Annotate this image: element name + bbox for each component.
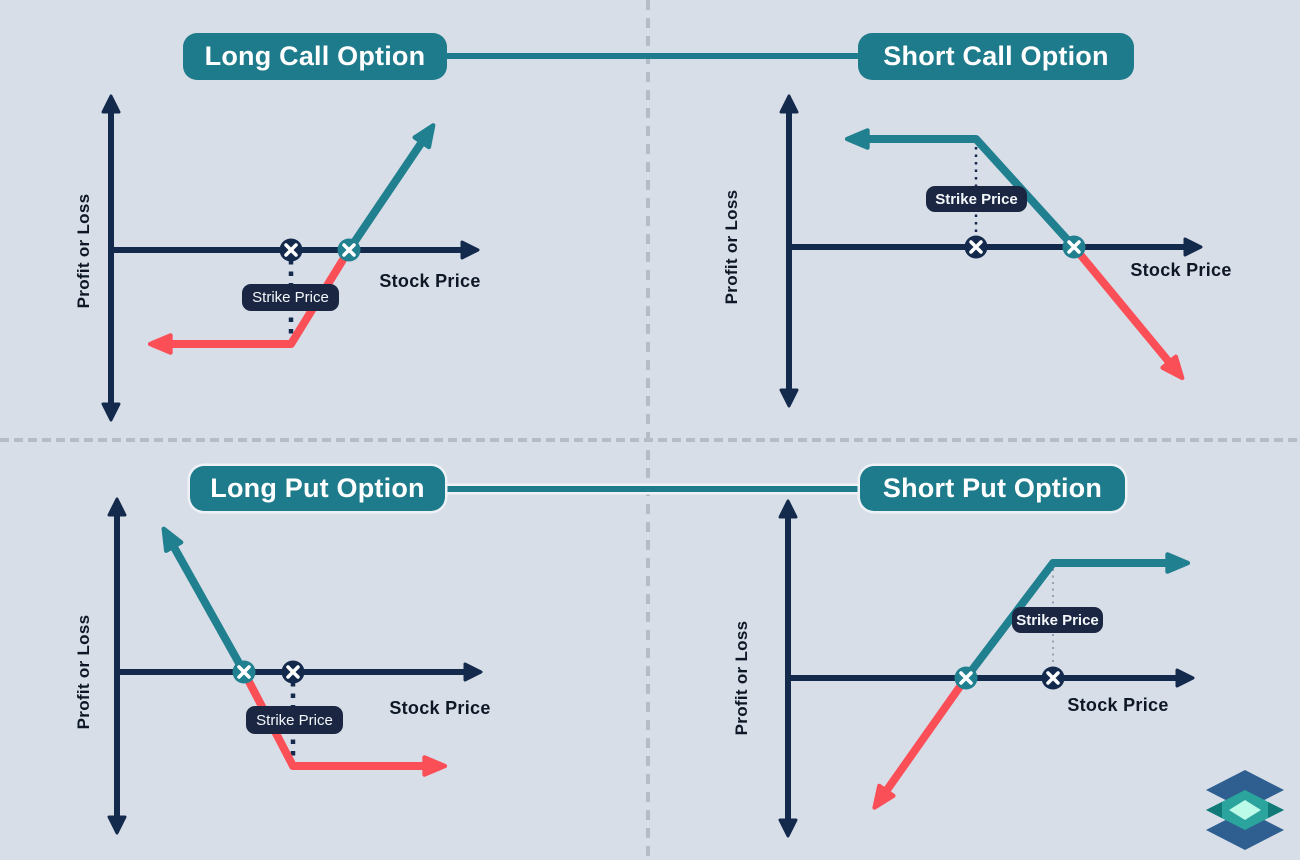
strike-price-badge-long-call: Strike Price (242, 284, 339, 311)
strike-price-badge-short-call: Strike Price (926, 186, 1027, 212)
y-axis-label-long-call: Profit or Loss (74, 193, 93, 309)
strike-price-badge-short-put: Strike Price (1012, 607, 1103, 633)
breakeven-marker (954, 666, 978, 690)
horizontal-dashed-divider (0, 438, 1300, 442)
x-axis-label-long-call: Stock Price (379, 271, 481, 291)
y-axis-label-short-put: Profit or Loss (732, 620, 751, 736)
title-short-put: Short Put Option (882, 473, 1103, 503)
strike-price-label: Strike Price (256, 711, 333, 729)
profit-line (161, 526, 248, 674)
strike-price-badge-long-put: Strike Price (246, 706, 343, 734)
long-call-payoff-diagram (101, 94, 480, 422)
x-axis-label-short-call: Stock Price (1130, 260, 1232, 280)
title-badge-long-call: Long Call Option (183, 33, 447, 80)
breakeven-marker (337, 238, 361, 262)
title-badge-short-call: Short Call Option (858, 33, 1134, 80)
profit-line (962, 552, 1191, 681)
strike-marker (281, 660, 305, 684)
profit-line (345, 123, 436, 253)
strike-marker (964, 235, 988, 259)
loss-line (240, 670, 448, 777)
short-put-payoff-diagram (778, 499, 1195, 838)
strike-marker (279, 238, 303, 262)
profit-line (844, 128, 1077, 250)
title-short-call: Short Call Option (883, 41, 1109, 71)
title-badge-long-put: Long Put Option (190, 466, 445, 511)
title-badge-short-put: Short Put Option (860, 466, 1125, 511)
x-axis-label-short-put: Stock Price (1067, 695, 1169, 715)
vertical-dashed-divider (646, 0, 650, 860)
title-long-put: Long Put Option (210, 473, 425, 503)
loss-line (147, 247, 353, 355)
logo-right-tip (1268, 802, 1284, 818)
x-axis-label-long-put: Stock Price (389, 698, 491, 718)
stacked-diamonds-logo (1206, 770, 1284, 850)
breakeven-marker (1062, 235, 1086, 259)
short-call-payoff-diagram (779, 94, 1203, 408)
strike-marker (1041, 666, 1065, 690)
breakeven-marker (232, 660, 256, 684)
loss-line (872, 675, 970, 810)
strike-price-label: Strike Price (1016, 611, 1099, 629)
logo-center-diamond (1229, 800, 1261, 820)
y-axis-label-short-call: Profit or Loss (722, 189, 741, 305)
top-title-connector-line (440, 53, 862, 59)
loss-line (1070, 244, 1185, 381)
title-long-call: Long Call Option (204, 41, 426, 71)
strike-price-label: Strike Price (252, 289, 329, 306)
y-axis-label-long-put: Profit or Loss (74, 614, 93, 730)
logo-left-tip (1206, 802, 1222, 818)
bottom-title-connector-line (435, 486, 865, 492)
strike-price-label: Strike Price (935, 190, 1018, 208)
